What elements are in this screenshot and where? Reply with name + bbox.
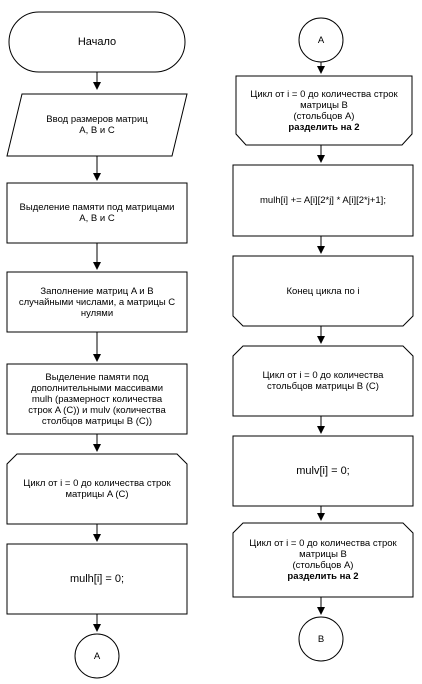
loop2-label: Цикл от i = 0 до количества стольбцов ма… (233, 346, 413, 416)
loop3-bold-line: разделить на 2 (287, 571, 359, 582)
alloc-process (6, 182, 188, 244)
input-label: Ввод размеров матриц A, B и C (20, 94, 174, 156)
alloc-label: Выделение памяти под матрицами A, B и C (7, 183, 187, 243)
alloc-extra-label: Выделение памяти под дополнительными мас… (7, 364, 187, 434)
alloc-extra-line-2: дополнительными массивами (30, 382, 164, 394)
loop-label: Цикл от i = 0 до количества строк матриц… (7, 454, 187, 524)
connector-a-bottom-label: A (75, 634, 119, 678)
connector-a-top-label: A (299, 18, 343, 62)
loop2-hexagon (232, 345, 414, 417)
input-parallelogram (6, 93, 188, 157)
loop1-line-1: Цикл от i = 0 до количества строк (250, 88, 398, 100)
calc-text: mulh[i] += A[i][2*j] * A[i][2*j+1]; (260, 195, 386, 206)
alloc-extra-line-5: столбцов матрицы B (C)) (41, 415, 153, 427)
loop1-label: Цикл от i = 0 до количества строк матриц… (236, 76, 412, 145)
alloc-extra-line-4: строк A (C)) и mulv (количества (28, 404, 166, 416)
alloc-extra-process (6, 363, 188, 435)
loop3-line-2: матрицы B (299, 549, 347, 560)
assign-text: mulh[i] = 0; (69, 572, 125, 585)
loop-start-hexagon (6, 453, 188, 525)
fill-line-1: Заполнение матриц A и B (40, 285, 154, 297)
loop1-line-2: матрицы B (300, 99, 348, 111)
connector-b-label: B (299, 617, 343, 661)
loop3-hexagon (232, 522, 414, 598)
connector-b-text: B (317, 633, 325, 645)
mulv-assign-process (232, 435, 414, 507)
fill-line-3: нулями (80, 307, 114, 319)
assign-process (6, 543, 188, 615)
alloc-extra-line-1: Выделение памяти под (45, 371, 149, 383)
fill-label: Заполнение матриц A и B случайными числа… (7, 272, 187, 332)
loop2-line-2: стольбцов матрицы B (C) (267, 381, 379, 392)
alloc-line-1: Выделение памяти под матрицами (19, 202, 175, 213)
connector-b (298, 616, 344, 662)
alloc-line-2: A, B и C (79, 213, 115, 224)
mulv-assign-text: mulv[i] = 0; (296, 464, 350, 477)
loop-line-2: матрицы A (C) (65, 489, 129, 500)
alloc-extra-line-3: mulh (размерност количества (31, 393, 163, 405)
loop-line-1: Цикл от i = 0 до количества строк (23, 478, 171, 489)
connector-a-bottom-text: A (93, 650, 101, 662)
calc-process (232, 164, 414, 237)
start-text: Начало (77, 35, 117, 48)
loop3-line-1: Цикл от i = 0 до количества строк (249, 538, 397, 549)
loop-end-text: Конец цикла по i (286, 285, 360, 297)
loop1-line-3: (стольбцов A) (293, 110, 355, 122)
loop-end-label: Конец цикла по i (233, 256, 413, 326)
loop3-line-3: (стольбцов A) (292, 560, 354, 571)
input-line-2: A, B и C (79, 125, 115, 136)
input-line-1: Ввод размеров матриц (46, 114, 148, 125)
assign-label: mulh[i] = 0; (7, 544, 187, 614)
mulv-assign-label: mulv[i] = 0; (233, 436, 413, 506)
loop1-hexagon (235, 75, 413, 146)
calc-label: mulh[i] += A[i][2*j] * A[i][2*j+1]; (233, 165, 413, 236)
connector-a-top-text: A (317, 34, 325, 46)
connector-a-bottom (74, 633, 120, 679)
loop-end-hexagon (232, 255, 414, 327)
fill-process (6, 271, 188, 333)
start-label: Начало (9, 12, 185, 72)
fill-line-2: случайными числами, а матрицы C (18, 296, 176, 308)
loop3-label: Цикл от i = 0 до количества строк матриц… (233, 523, 413, 597)
loop2-line-1: Цикл от i = 0 до количества (262, 370, 384, 381)
loop1-bold-line: разделить на 2 (288, 121, 360, 133)
